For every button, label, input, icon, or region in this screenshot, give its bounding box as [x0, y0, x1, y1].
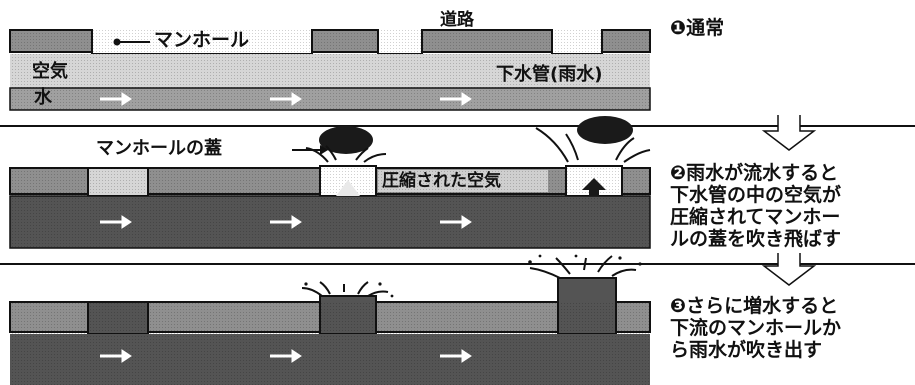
- panel-normal: [9, 29, 651, 111]
- panel-compressed: [9, 116, 651, 249]
- lid-label: マンホールの蓋: [96, 138, 222, 159]
- caption-line: ❸さらに増水すると: [670, 295, 839, 317]
- manhole-lid-icon: [577, 116, 633, 144]
- panel-overflow: [9, 254, 651, 385]
- air-label: 空気: [32, 61, 68, 82]
- flow-arrow-icon: [100, 92, 472, 106]
- caption-line: ❷雨水が流水すると: [670, 162, 839, 184]
- down-arrow-icon: [761, 253, 817, 286]
- down-arrow-icon: [761, 115, 817, 151]
- caption-line: 下流のマンホールか: [670, 317, 842, 339]
- compressed-air-label: 圧縮された空気: [382, 171, 501, 191]
- caption-step-2: ❷雨水が流水すると 下水管の中の空気が 圧縮されてマンホー ルの蓋を吹き飛ばす: [670, 162, 841, 250]
- manhole-label: マンホール: [154, 29, 250, 51]
- caption-line: ルの蓋を吹き飛ばす: [670, 228, 842, 250]
- caption-step-1: ❶通常: [670, 17, 725, 39]
- caption-line: 圧縮されてマンホー: [670, 206, 841, 228]
- splash-icon: [301, 255, 637, 297]
- water-label: 水: [34, 87, 52, 108]
- flow-arrow-icon: [100, 349, 472, 363]
- flow-arrow-icon: [100, 215, 472, 229]
- splash-icon: [305, 127, 651, 163]
- caption-line: ら雨水が吹き出す: [670, 339, 823, 361]
- pipe-label: 下水管(雨水): [496, 64, 603, 85]
- manhole-lid-icon: [319, 126, 373, 154]
- caption-step-3: ❸さらに増水すると 下流のマンホールか ら雨水が吹き出す: [670, 295, 841, 361]
- road-label: 道路: [440, 10, 474, 30]
- caption-line: 下水管の中の空気が: [670, 184, 842, 206]
